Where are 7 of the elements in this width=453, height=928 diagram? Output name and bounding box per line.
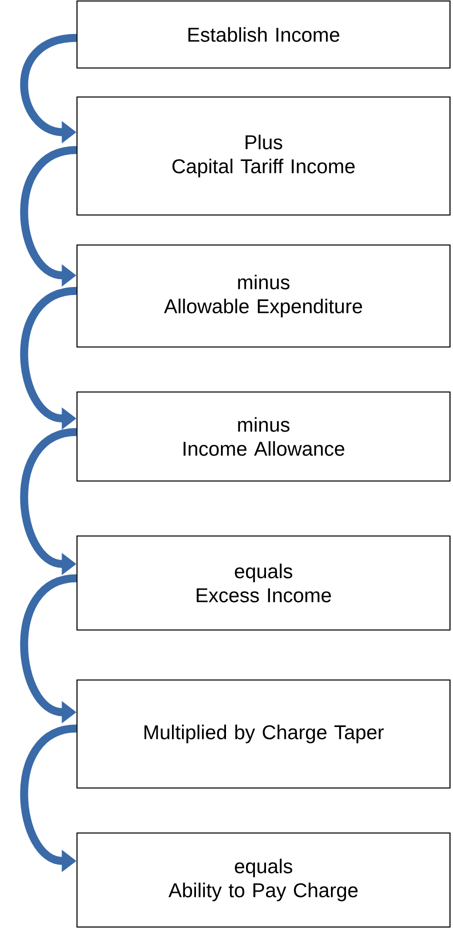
process-box: Multiplied by Charge Taper bbox=[76, 679, 451, 789]
process-box: Plus Capital Tariff Income bbox=[76, 96, 451, 216]
process-box: equals Excess Income bbox=[76, 535, 451, 631]
process-box: Establish Income bbox=[76, 0, 451, 69]
process-box: minus Allowable Expenditure bbox=[76, 244, 451, 348]
process-box: minus Income Allowance bbox=[76, 391, 451, 482]
process-box: equals Ability to Pay Charge bbox=[76, 832, 451, 928]
